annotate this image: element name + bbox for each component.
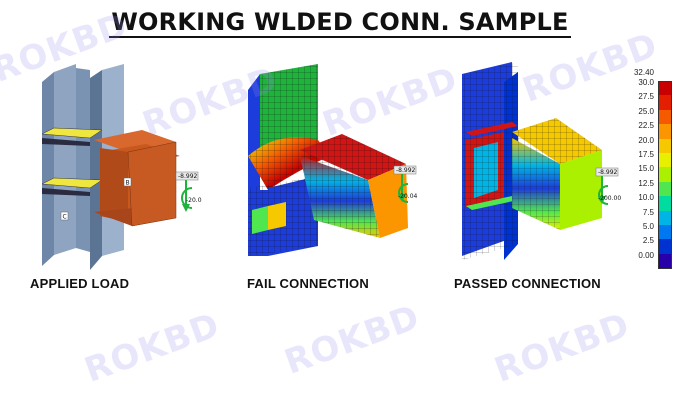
caption-applied-load: APPLIED LOAD (30, 276, 130, 291)
legend-tick-label: 27.5 (638, 92, 654, 102)
legend-tick-label: 2.5 (642, 236, 654, 246)
legend-tick-label: 15.0 (638, 164, 654, 174)
legend-tick-label: 10.0 (638, 193, 654, 203)
legend-color-swatch (658, 239, 672, 254)
passed-force-label: -8.992 (598, 169, 618, 176)
passed-connection-figure: -8.992 -200.00 (462, 62, 621, 260)
legend-color-swatch (658, 225, 672, 240)
legend-color-swatch (658, 81, 672, 97)
legend-tick-label: 20.0 (638, 135, 654, 145)
fail-force-label: -8.992 (396, 167, 416, 174)
passed-stiffener-top (466, 122, 518, 136)
page-title: WORKING WLDED CONN. SAMPLE (0, 8, 680, 38)
page-title-text: WORKING WLDED CONN. SAMPLE (109, 8, 571, 38)
legend-tick-label: 17.5 (638, 150, 654, 159)
column-front-flange (90, 70, 102, 270)
fail-beam-end (368, 164, 408, 238)
fail-column-flange-back-mesh (260, 64, 318, 150)
beam-end-face (100, 148, 128, 222)
watermark: ROKBD (489, 305, 636, 391)
tag-b-box (123, 177, 132, 187)
legend-color-swatch (658, 253, 672, 270)
passed-panel-mesh (466, 132, 504, 208)
legend-color-swatch (658, 109, 672, 125)
stress-legend: 32.40 30.0 27.5 25.0 22.5 20.0 17.5 15.0 12.5 10… (630, 68, 680, 273)
legend-tick-label: 12.5 (638, 178, 654, 188)
stiffener-plate-top (41, 127, 103, 139)
tag-c-box (60, 211, 69, 221)
legend-color-swatch (658, 167, 672, 182)
passed-moment-label: -200.00 (598, 195, 621, 202)
legend-tick-label: 5.0 (642, 222, 654, 231)
beam-top-flange (94, 130, 176, 152)
stiffener-plate-top-under (42, 138, 90, 146)
force-label: -8.992 (178, 173, 198, 180)
legend-color-swatch (658, 124, 672, 139)
applied-load-figure: B C -8.992 -20.0 (41, 64, 202, 270)
legend-color-swatch (658, 210, 672, 225)
tag-b: B (126, 180, 130, 187)
legend-tick-label: 22.5 (638, 121, 654, 131)
legend-color-swatch (658, 138, 672, 153)
watermark: ROKBD (279, 297, 426, 383)
moment-arrow (181, 187, 193, 209)
column-back-flange-face (54, 64, 76, 255)
legend-tick-label: 0.00 (638, 250, 654, 260)
fail-stiffener-yellow (268, 202, 286, 230)
fail-stiffener-green (252, 206, 268, 234)
legend-color-swatch (658, 196, 672, 211)
passed-force-label-box (595, 167, 619, 177)
fail-moment-label: -20.04 (398, 193, 418, 200)
tag-c: C (63, 214, 67, 221)
passed-beam-end (560, 150, 602, 230)
column-back-flange (42, 72, 54, 266)
column-web (76, 68, 90, 252)
watermark: ROKBD (79, 305, 226, 391)
legend-tick-label: 30.0 (638, 78, 654, 87)
legend-max-label: 32.40 (633, 68, 654, 77)
legend-tick-label: 7.5 (642, 207, 654, 217)
fail-moment-arrow (398, 183, 409, 203)
legend-color-swatch (658, 95, 672, 110)
moment-label: -20.0 (186, 197, 202, 204)
beam-side (127, 141, 177, 227)
force-arrow-head (182, 204, 190, 212)
fail-connection-figure: -8.992 -20.04 (248, 64, 418, 256)
caption-passed-connection: PASSED CONNECTION (454, 276, 601, 291)
legend-color-swatch (658, 181, 672, 197)
legend-color-swatch (658, 153, 672, 168)
stiffener-plate-bottom-under (42, 188, 90, 196)
legend-tick-label: 25.0 (638, 106, 654, 116)
passed-stiffener-bottom (466, 196, 518, 210)
passed-moment-arrow (598, 185, 609, 205)
fail-force-label-box (393, 165, 417, 175)
caption-fail-connection: FAIL CONNECTION (247, 276, 369, 291)
